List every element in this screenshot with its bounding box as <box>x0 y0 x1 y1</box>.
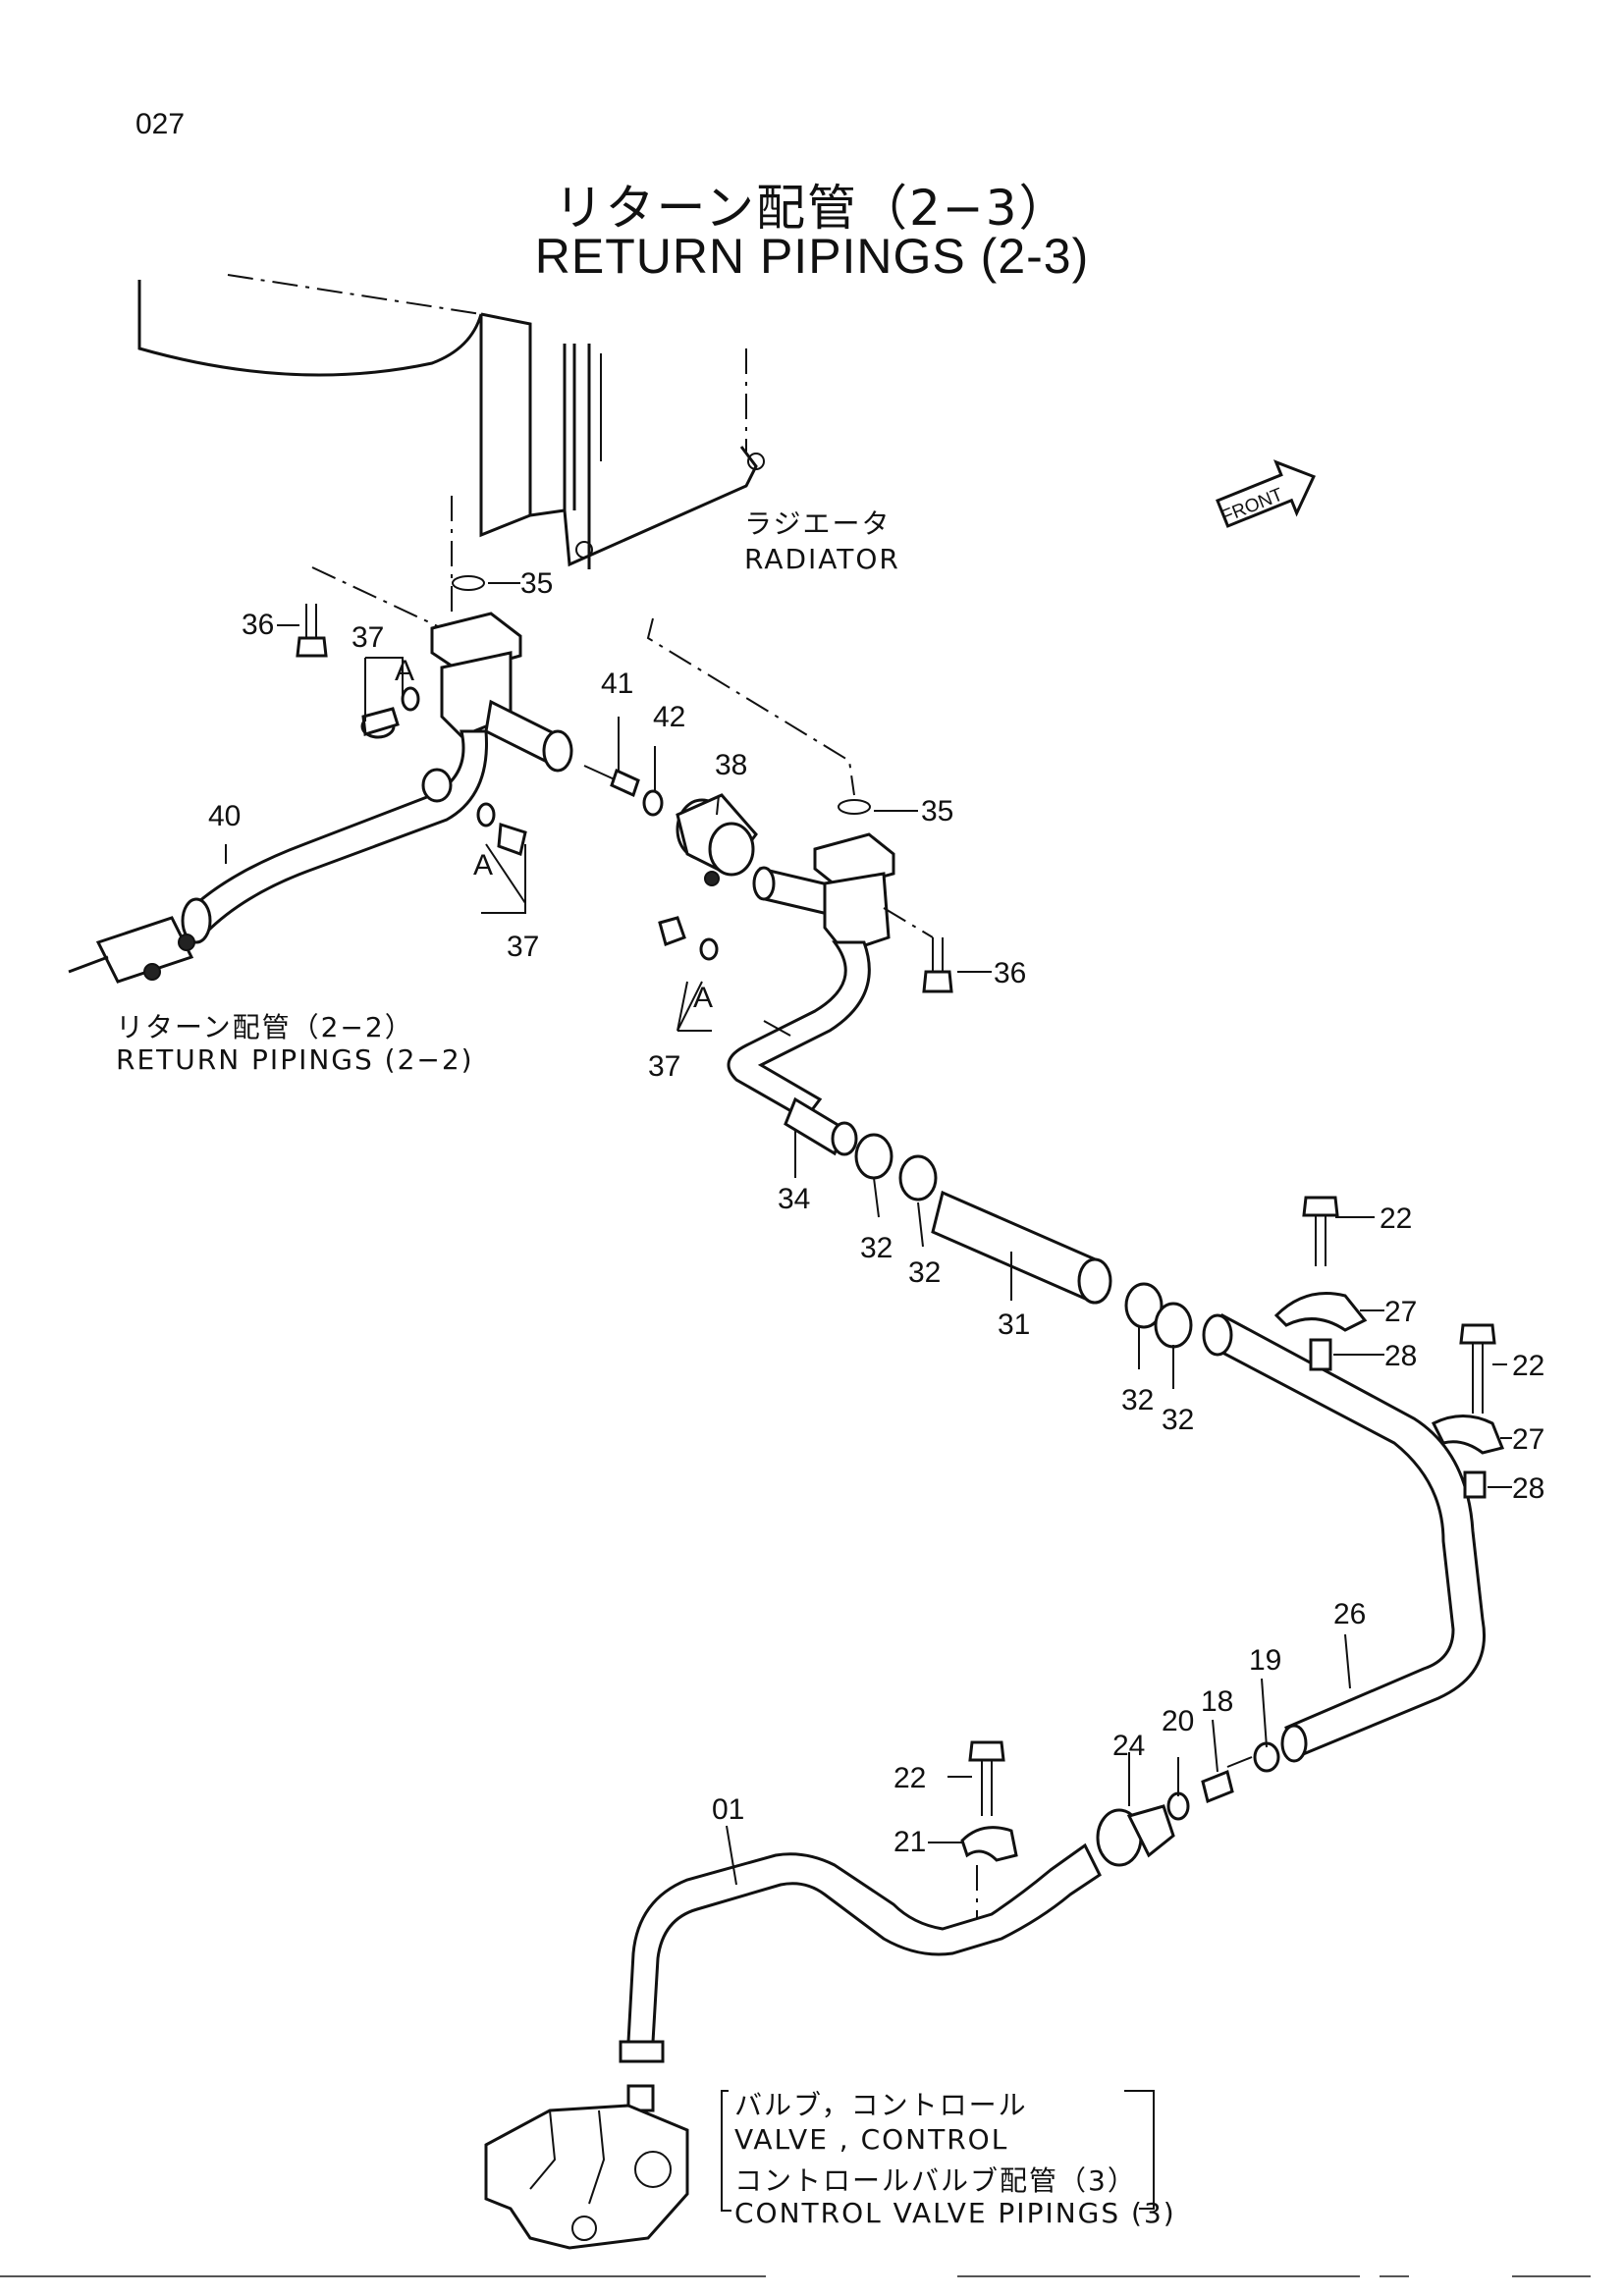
pipe-26 <box>1202 1312 1486 1763</box>
callout-a-lower: A <box>693 982 714 1014</box>
clamps-32-hose-31 <box>854 1133 1193 1349</box>
callout-32-d: 32 <box>1162 1404 1195 1436</box>
bolt-36-lower <box>922 937 953 993</box>
callout-37-upper: 37 <box>352 621 385 654</box>
bolt-36-upper <box>296 604 328 658</box>
fittings-18-19-20-24 <box>1096 1741 1280 1867</box>
callout-35-lower: 35 <box>921 795 954 828</box>
callout-27-right: 27 <box>1512 1423 1545 1456</box>
pipe-01 <box>619 1842 1102 2063</box>
callout-31: 31 <box>998 1308 1031 1341</box>
callout-32-a: 32 <box>860 1232 893 1264</box>
control-valve-pipings-jp: コントロールバルブ配管（3） <box>734 2164 1137 2197</box>
callout-26: 26 <box>1333 1598 1367 1630</box>
callout-37-lower: 37 <box>648 1050 681 1083</box>
title-japanese: リターン配管（2−3） <box>554 180 1070 237</box>
callout-32-b: 32 <box>908 1256 942 1289</box>
clamp-set-upper <box>1273 1196 1368 1371</box>
radiator-label-jp: ラジエータ <box>744 507 892 540</box>
callout-32-c: 32 <box>1121 1384 1155 1416</box>
callout-19: 19 <box>1249 1644 1282 1677</box>
bolt-37-upper <box>360 686 420 739</box>
callout-35-upper: 35 <box>520 567 554 600</box>
callout-22-right: 22 <box>1512 1350 1545 1382</box>
return-pipings-22-en: RETURN PIPINGS (2−2) <box>116 1043 474 1076</box>
footer-rule-right <box>1512 2275 1591 2277</box>
callout-38: 38 <box>715 749 748 781</box>
callout-34: 34 <box>778 1183 811 1215</box>
callout-41: 41 <box>601 667 634 700</box>
callout-40: 40 <box>208 800 242 832</box>
callout-01: 01 <box>712 1793 745 1826</box>
callout-20: 20 <box>1162 1705 1195 1737</box>
bolt-37-mid <box>658 916 719 961</box>
callout-22-upper: 22 <box>1380 1202 1413 1235</box>
callout-21: 21 <box>893 1826 927 1858</box>
bolt-37-lower <box>476 802 527 856</box>
clamp-set-21-22 <box>960 1740 1018 1929</box>
page-number: 027 <box>135 108 186 140</box>
clamp-set-lower-right <box>1431 1323 1505 1499</box>
callout-a-upper: A <box>395 655 415 687</box>
control-valve-pipings-en: CONTROL VALVE PIPINGS (3) <box>734 2197 1176 2229</box>
callout-18: 18 <box>1201 1685 1234 1718</box>
callout-22-lower: 22 <box>893 1762 927 1794</box>
front-arrow <box>1216 459 1317 528</box>
valve-control-en: VALVE , CONTROL <box>734 2123 1009 2156</box>
callout-37-mid: 37 <box>507 931 540 963</box>
callout-a-mid: A <box>473 849 494 881</box>
callout-28-right: 28 <box>1512 1472 1545 1505</box>
oring-35-upper <box>452 575 485 591</box>
callout-36-lower: 36 <box>994 957 1027 989</box>
callout-36-upper: 36 <box>242 609 275 641</box>
upper-fitting-assembly <box>68 496 573 984</box>
footer-rule-mid <box>957 2275 1360 2277</box>
callout-24: 24 <box>1112 1730 1146 1762</box>
callout-27-upper: 27 <box>1384 1296 1418 1328</box>
title-english: RETURN PIPINGS (2-3) <box>534 229 1090 284</box>
return-pipings-22-jp: リターン配管（2−2） <box>116 1011 414 1043</box>
valve-control-jp: バルブ，コントロール <box>734 2089 1028 2121</box>
footer-rule-left <box>0 2275 766 2277</box>
radiator-outline <box>137 274 765 569</box>
leader-lines <box>225 582 1512 2212</box>
radiator-label-en: RADIATOR <box>744 543 900 575</box>
callout-28-upper: 28 <box>1384 1340 1418 1372</box>
footer-rule-small <box>1380 2275 1409 2277</box>
lower-fitting-assembly <box>646 617 934 1156</box>
callout-42: 42 <box>653 701 686 733</box>
control-valve <box>484 2084 689 2250</box>
parts-41-42-38 <box>583 765 758 886</box>
